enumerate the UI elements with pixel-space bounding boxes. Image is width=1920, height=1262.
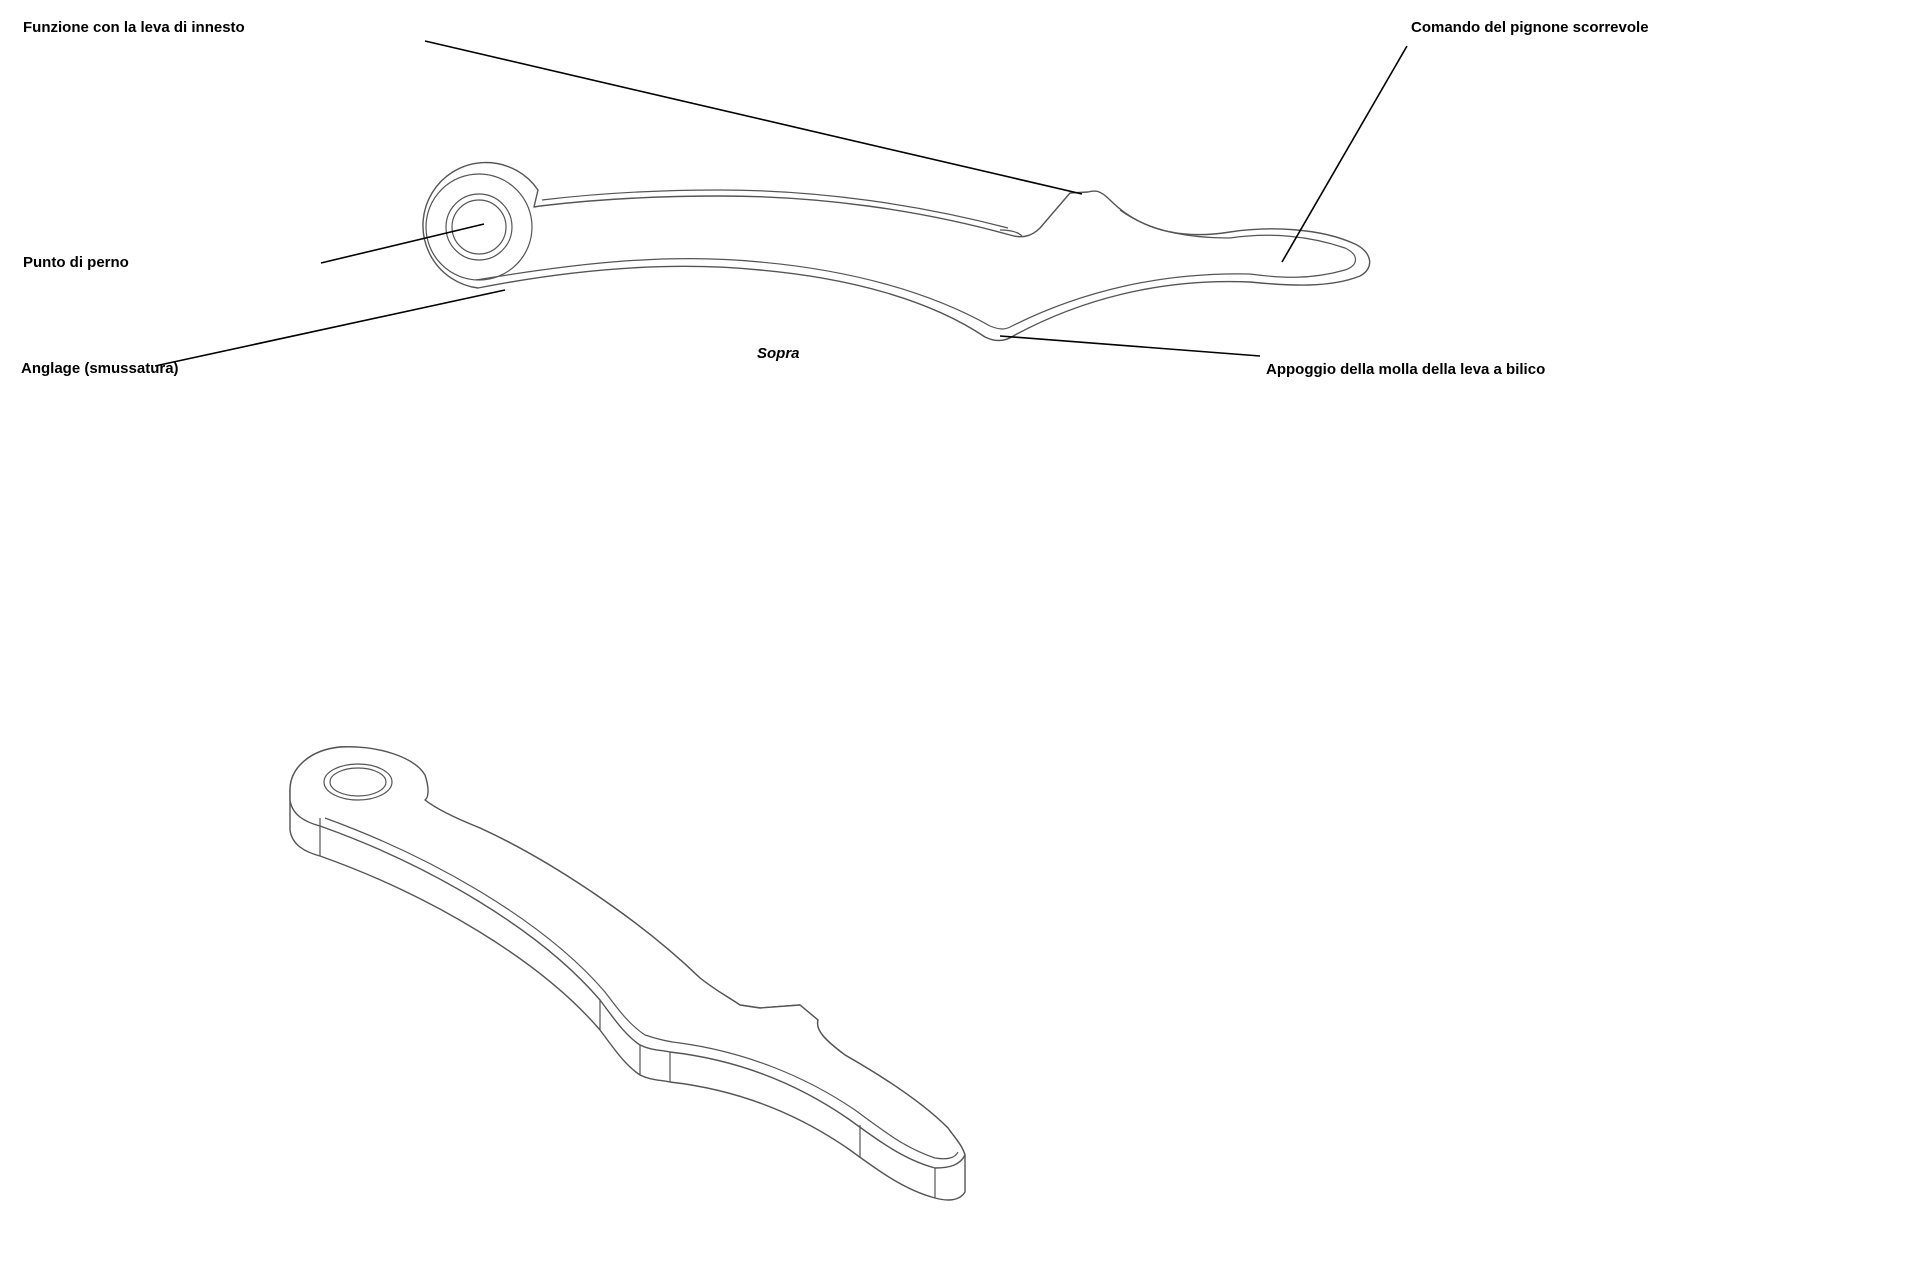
label-top-view: Sopra (757, 345, 800, 362)
label-anglage: Anglage (smussatura) (21, 360, 179, 377)
label-spring-support: Appoggio della molla della leva a bilico (1266, 361, 1545, 378)
lever-isometric-view (289, 746, 966, 1201)
label-engagement-lever: Funzione con la leva di innesto (23, 19, 245, 36)
pivot-hole-outer (425, 173, 533, 281)
lever-top-view (422, 161, 1371, 342)
iso-pivot-hole-inner (329, 767, 387, 797)
pivot-hole-ring (445, 193, 513, 261)
label-pivot-point: Punto di perno (23, 254, 129, 271)
lever-top-outline (422, 161, 1371, 342)
leader-spring-support (999, 335, 1261, 357)
leader-sliding-pinion (1281, 45, 1408, 263)
lever-iso-top (289, 746, 966, 1169)
pivot-hole-inner (451, 199, 507, 255)
leader-pivot-point (320, 223, 485, 264)
label-sliding-pinion: Comando del pignone scorrevole (1411, 19, 1649, 36)
leader-engagement-lever (424, 40, 1083, 195)
lever-top-anglage (475, 189, 1357, 330)
leader-anglage (154, 289, 506, 367)
iso-pivot-hole-outer (323, 763, 393, 801)
lever-iso-anglage (324, 817, 959, 1160)
